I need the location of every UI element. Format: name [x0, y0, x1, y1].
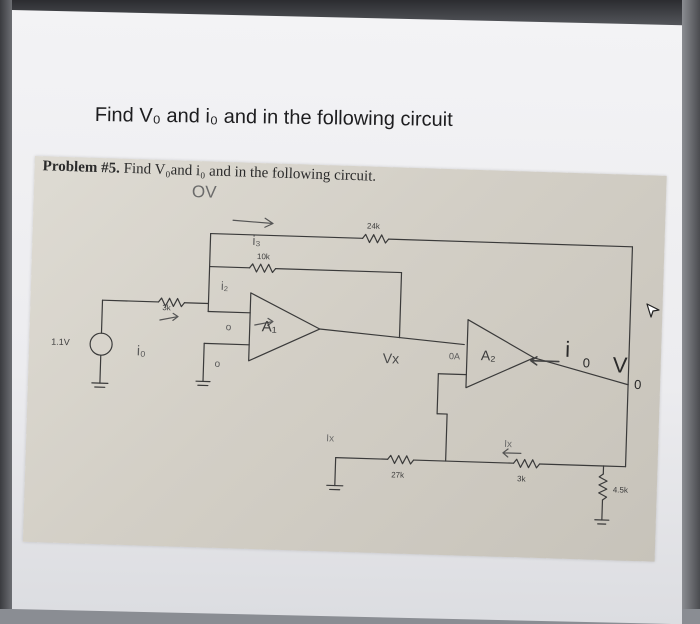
zero-label-a: o [226, 322, 232, 333]
resistor-3k-right [513, 459, 539, 468]
vo-label: V [612, 352, 628, 377]
top-node-label: OV [192, 182, 218, 202]
resistor-label-3k: 3k [162, 303, 172, 312]
resistor-4p5k [598, 474, 607, 500]
resistor-label-10k: 10k [257, 252, 271, 261]
i3-label: i₃ [252, 233, 261, 248]
resistor-27k [388, 455, 414, 464]
i2-label: i₂ [221, 279, 229, 293]
resistor-label-27k: 27k [391, 470, 405, 479]
opamp-a2-label: A₂ [481, 347, 496, 363]
vx-label: Vx [383, 350, 400, 367]
ix-label-2: Ix [504, 439, 512, 450]
opamp-a1 [249, 293, 321, 363]
resistor-label-24k: 24k [367, 221, 381, 230]
resistor-24k [362, 234, 388, 243]
voltage-source [90, 333, 113, 356]
io-output-sub: 0 [583, 355, 591, 370]
opamp-a1-label: A₁ [261, 318, 277, 335]
resistor-label-4p5k: 4.5k [613, 485, 629, 495]
ix-label: Ix [326, 433, 334, 444]
zero-label-b: o [214, 359, 220, 370]
monitor-bezel-right [682, 0, 700, 609]
io-output-label: i [565, 337, 571, 362]
vo-sub: 0 [634, 377, 642, 392]
mouse-pointer-icon [645, 302, 661, 320]
circuit-diagram: 1.1V OV i₃ i₂ i₀ 3k 10k 24k o o A₁ Vx 0A… [23, 156, 667, 562]
resistor-label-3k-right: 3k [517, 474, 527, 483]
zero-amp-label: 0A [449, 351, 460, 361]
i0-left-label: i₀ [137, 342, 147, 358]
circuit-photo: Problem #5. Find V₀and i₀ and in the fol… [23, 156, 667, 562]
resistor-10k [249, 264, 275, 273]
source-label: 1.1V [51, 337, 70, 348]
monitor-bezel-left [0, 0, 12, 609]
opamp-a2 [466, 320, 535, 390]
